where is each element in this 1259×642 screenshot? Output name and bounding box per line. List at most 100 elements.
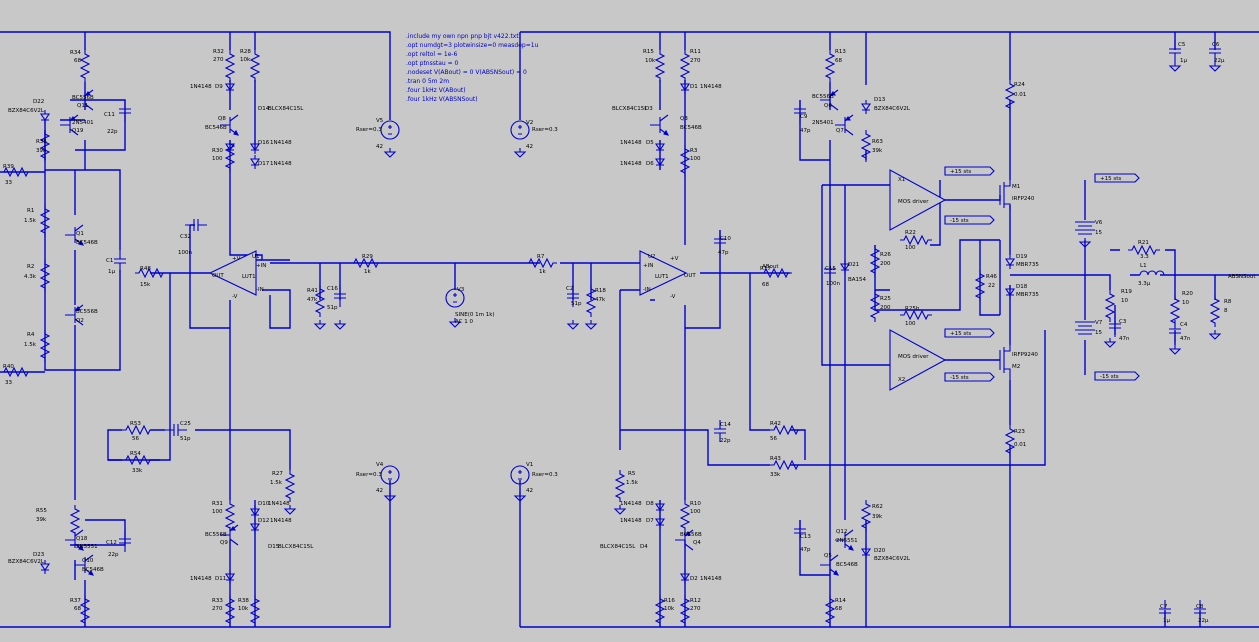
capacitor-ref: C15 (825, 266, 836, 272)
resistor-ref: R43 (770, 456, 781, 462)
resistor-value: 270 (212, 606, 223, 612)
resistor-value: 39k (36, 517, 47, 523)
diode-model: 1N4148 (190, 84, 212, 90)
transistor-model: BC556B (812, 94, 834, 100)
resistor-ref: R37 (70, 598, 81, 604)
capacitor-ref: C32 (180, 234, 191, 240)
transistor-ref: Q9 (220, 540, 228, 546)
capacitor-ref: C7 (1160, 604, 1168, 610)
transistor-model: 2N5551 (836, 538, 858, 544)
diode-model: 1N4148 (270, 140, 292, 146)
transistor-model: BC556B (72, 95, 94, 101)
diode-ref: D9 (215, 84, 223, 90)
capacitor-ref: C13 (800, 534, 811, 540)
capacitor-value: 22µ (1198, 618, 1209, 624)
resistor-ref: R2 (27, 264, 34, 270)
capacitor-ref: C5 (1178, 42, 1186, 48)
diode-model: BLCX84C15L (600, 544, 636, 550)
resistor-value: 56 (132, 436, 139, 442)
diode-ref: D3 (645, 106, 653, 112)
diode-ref: D7 (646, 518, 654, 524)
source-ref: V3 (457, 287, 465, 293)
transistor-model: 2N5401 (812, 120, 834, 126)
diode-ref: D5 (646, 140, 654, 146)
pin-label: +IN (256, 263, 266, 269)
mosfet-ref: M2 (1012, 364, 1020, 370)
diode-ref: D13 (874, 97, 886, 103)
capacitor-value: 22µ (1214, 58, 1225, 64)
resistor-value: 68 (74, 606, 81, 612)
resistor-value: 100 (905, 245, 916, 251)
resistor-ref: R54 (130, 451, 141, 457)
source-labels: V5 Rser=0.3 42 V2 Rser=0.3 42 V4 Rser=0.… (356, 118, 1151, 494)
resistor-ref: R53 (130, 421, 141, 427)
capacitor-value: 47p (800, 547, 811, 553)
net-label: -15 sts (1100, 374, 1119, 380)
resistor-value: 100 (905, 321, 916, 327)
diode-ref: D20 (874, 548, 886, 554)
resistor-value: 10 (1121, 298, 1128, 304)
capacitor-value: 47p (718, 250, 729, 256)
resistor-value: 10k (240, 57, 251, 63)
net-label: +15 sts (1100, 176, 1121, 182)
mosfet-ref: M1 (1012, 184, 1020, 190)
diode-model: 1N4148 (190, 576, 212, 582)
resistor-value: 100 (690, 156, 701, 162)
resistor-value: 200 (880, 305, 891, 311)
diode-ref: D8 (646, 501, 654, 507)
diode-model: 1N4148 (270, 161, 292, 167)
resistor-ref: R20 (1182, 291, 1193, 297)
net-label: +15 sts (950, 331, 971, 337)
mos-driver-bottom (889, 329, 947, 391)
resistor-value: 1.5k (24, 342, 37, 348)
resistor-ref: R4 (27, 332, 35, 338)
transistor-model: BC556B (76, 309, 98, 315)
resistor-value: 39k (36, 148, 47, 154)
resistor-ref: R24 (1014, 82, 1025, 88)
source-value: 15 (1095, 230, 1102, 236)
diode-ref: D4 (640, 544, 648, 550)
diode-model: 1N4148 (268, 501, 290, 507)
transistor-ref: Q8 (218, 116, 226, 122)
diode-ref: D10 (258, 501, 270, 507)
capacitor-ref: C25 (180, 421, 191, 427)
diode-model: BLCX84C15L (278, 544, 314, 550)
capacitor-ref: C6 (1212, 42, 1220, 48)
inductor-ref: L1 (1140, 263, 1147, 269)
resistor-value: 270 (690, 58, 701, 64)
source-value: 42 (526, 488, 533, 494)
resistor-value: 100 (212, 509, 223, 515)
capacitor-value: 47n (1119, 336, 1130, 342)
pin-label: OUT (212, 273, 224, 279)
capacitor-value: 1µ (1163, 618, 1170, 624)
resistor-value: 22 (988, 283, 995, 289)
diode-ref: D21 (848, 262, 859, 268)
resistor-ref: R33 (212, 598, 223, 604)
diode-model: MBR735 (1016, 292, 1039, 298)
resistor-value: 4.3k (24, 274, 37, 280)
resistor-value: 1.5k (270, 480, 283, 486)
transistors (59, 89, 854, 576)
diode-model: 1N4148 (620, 501, 642, 507)
mos-driver-top (889, 169, 947, 231)
capacitor-ref: C1 (106, 258, 113, 264)
pin-label: +V (670, 256, 679, 262)
resistor-value: 10k (645, 58, 656, 64)
transistor-model: BC546B (836, 562, 858, 568)
capacitor-labels: C11 22p C32 100n C1 1µ C16 51p C2 51p C2… (104, 42, 1225, 624)
resistor-ref: R23 (1014, 429, 1025, 435)
diode-model: 1N4148 (620, 518, 642, 524)
wiring (0, 31, 1259, 628)
transistor-ref: Q19 (72, 128, 84, 134)
resistor-value: 10k (238, 606, 249, 612)
transistor-model: BC556B (205, 532, 227, 538)
pin-label: +V (232, 256, 241, 262)
resistor-ref: R3 (690, 148, 698, 154)
resistor-value: 270 (213, 57, 224, 63)
capacitor-ref: C10 (720, 236, 731, 242)
pin-label: -V (232, 294, 238, 300)
resistor-value: 1k (364, 269, 371, 275)
diode-model: 1N4148 (700, 576, 722, 582)
transistor-ref: Q18 (76, 536, 88, 542)
